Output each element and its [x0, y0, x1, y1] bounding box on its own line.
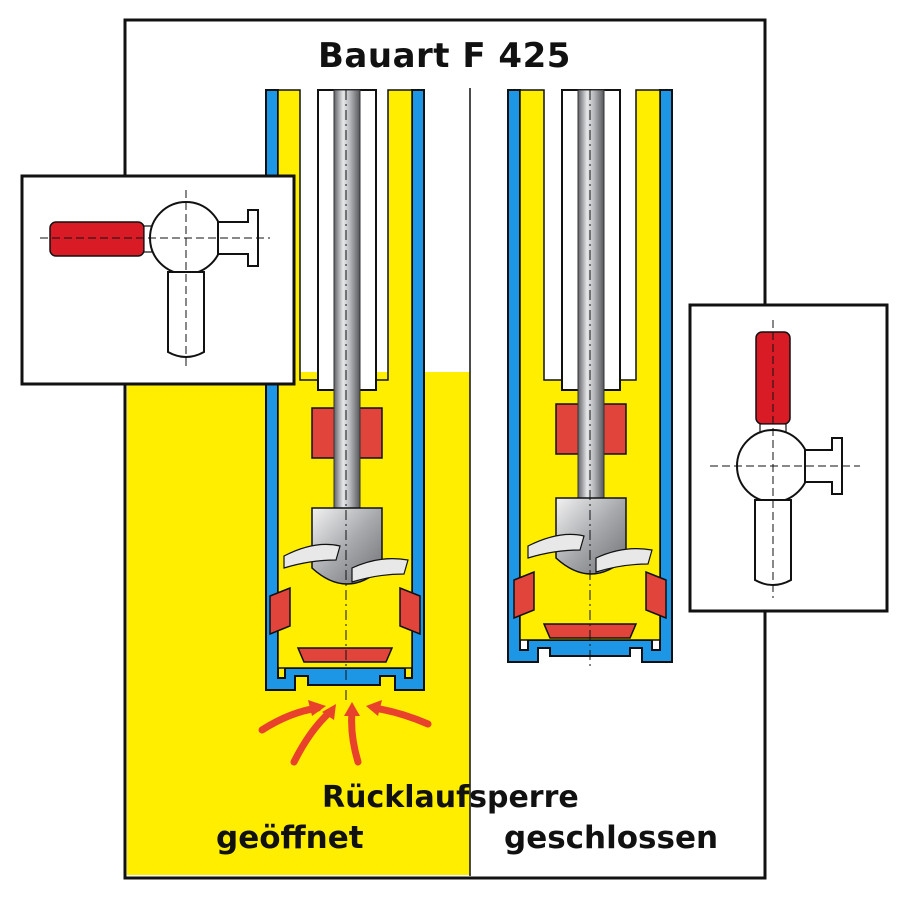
- caption-ruecklaufsperre: Rücklaufsperre: [322, 780, 579, 815]
- left-housing-wall: [265, 89, 425, 691]
- left-assembly: [265, 89, 425, 700]
- left-rotor-blade-a: [283, 543, 341, 569]
- left-rotor-blade-b: [351, 558, 409, 583]
- right-shaft: [577, 89, 605, 511]
- right-housing-wall: [507, 89, 673, 663]
- right-assembly: [507, 89, 673, 670]
- left-shaft: [333, 89, 361, 521]
- left-seat-ring-l: [269, 586, 291, 636]
- left-bottom-seal: [296, 647, 394, 663]
- valve-handle-vertical-icon: [688, 303, 889, 613]
- left-seat-ring-r: [399, 586, 421, 636]
- state-label-closed: geschlossen: [504, 820, 719, 856]
- right-seat-ring-l: [513, 570, 535, 620]
- right-rotor-blade-b: [595, 548, 653, 573]
- valve-handle-horizontal-icon: [20, 174, 296, 386]
- right-seat-ring-r: [645, 570, 667, 620]
- state-label-open: geöffnet: [216, 820, 364, 856]
- right-rotor-blade-a: [527, 533, 585, 559]
- diagram-title: Bauart F 425: [318, 36, 571, 76]
- flow-arrow-heads: [308, 700, 382, 720]
